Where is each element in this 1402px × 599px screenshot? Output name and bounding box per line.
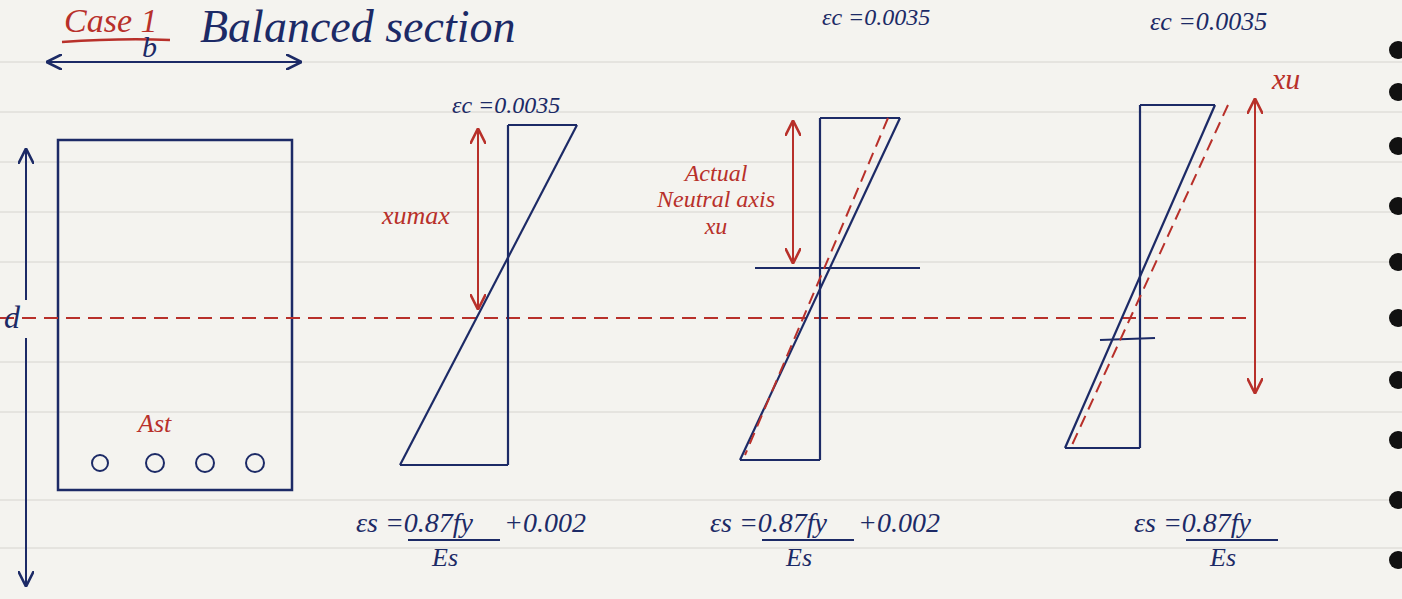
neutral-axis-label: xumax (382, 202, 450, 231)
depth-label: d (4, 300, 20, 335)
width-label: b (142, 30, 157, 63)
section-title: Balanced section (200, 2, 516, 53)
concrete-strain: εc =0.0035 (452, 92, 560, 118)
strain-term: +0.002 (858, 508, 940, 539)
fraction-denominator: Es (432, 544, 458, 573)
strain-term: +0.002 (504, 508, 586, 539)
neutral-axis-note: Actual Neutral axis xu (650, 160, 782, 239)
steel-strain: εs =0.87fy (710, 508, 827, 539)
concrete-strain: εc =0.0035 (1150, 8, 1267, 37)
fraction-denominator: Es (1210, 544, 1236, 573)
concrete-strain: εc =0.0035 (822, 4, 930, 30)
neutral-axis-label: xu (1272, 62, 1300, 95)
steel-strain: εs =0.87fy (356, 508, 473, 539)
fraction-denominator: Es (786, 544, 812, 573)
steel-strain: εs =0.87fy (1134, 508, 1251, 539)
steel-label: Ast (138, 410, 171, 439)
